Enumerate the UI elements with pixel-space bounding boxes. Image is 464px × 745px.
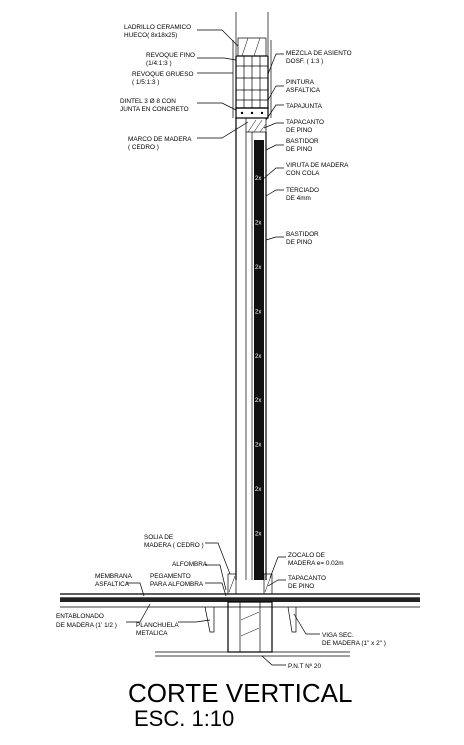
label-revoque-grueso-1: REVOQUE GRUESO bbox=[132, 71, 193, 78]
drawing-scale: ESC. 1:10 bbox=[134, 706, 234, 731]
panel-mark: 2x bbox=[255, 265, 261, 271]
door-leaf: 2x 2x 2x 2x 2x 2x 2x 2x 2x bbox=[235, 118, 267, 580]
label-viruta-2: CON COLA bbox=[286, 170, 320, 177]
label-pintura-2: ASFALTICA bbox=[286, 87, 321, 94]
leaders-right bbox=[261, 53, 320, 666]
floor-membrane bbox=[60, 598, 420, 602]
label-revoque-fino-1: REVOQUE FINO bbox=[146, 52, 195, 59]
label-mezcla-1: MEZCLA DE ASIENTO bbox=[286, 50, 352, 57]
leaders-left bbox=[126, 29, 249, 623]
label-planchuela-2: METALICA bbox=[136, 630, 168, 637]
panel-mark: 2x bbox=[255, 398, 261, 404]
label-tapacanto-1: TAPACANTO bbox=[286, 119, 324, 126]
panel-mark: 2x bbox=[255, 487, 261, 493]
labels-left: LADRILLO CERAMICO HUECO( 8x18x25) REVOQU… bbox=[56, 24, 208, 637]
label-entablonado-2: DE MADERA (1' 1/2 ) bbox=[56, 622, 117, 629]
beam bbox=[227, 601, 273, 653]
floor-assembly bbox=[60, 573, 420, 657]
panel-marks: 2x 2x 2x 2x 2x 2x 2x 2x 2x bbox=[255, 176, 261, 538]
label-pnt: P.N.T Nº 20 bbox=[288, 663, 321, 670]
label-tapacanto2-2: DE PINO bbox=[288, 583, 314, 590]
door-frame-head bbox=[245, 117, 267, 133]
label-zocalo-1: ZOCALO DE bbox=[288, 552, 325, 559]
label-pegamento-1: PEGAMENTO bbox=[150, 573, 191, 580]
label-ladrillo-2: HUECO( 8x18x25) bbox=[124, 32, 177, 39]
core-infill bbox=[254, 140, 264, 580]
panel-mark: 2x bbox=[255, 354, 261, 360]
panel-mark: 2x bbox=[255, 532, 261, 538]
label-tapacanto-2: DE PINO bbox=[286, 127, 312, 134]
label-revoque-fino-2: (1/4:1:3 ) bbox=[146, 60, 172, 67]
bracket-left bbox=[204, 606, 215, 633]
label-marco-2: ( CEDRO ) bbox=[128, 144, 159, 151]
label-terciado-2: DE 4mm bbox=[286, 195, 311, 202]
label-membrana-1: MEMBRANA bbox=[95, 573, 133, 580]
label-tapajunta: TAPAJUNTA bbox=[286, 103, 323, 110]
label-planchuela-1: PLANCHUELA bbox=[136, 622, 179, 629]
label-solia-1: SOLIA DE bbox=[144, 534, 173, 541]
frame-head bbox=[245, 117, 267, 133]
label-membrana-2: ASFALTICA bbox=[95, 581, 130, 588]
label-solia-2: MADERA ( CEDRO ) bbox=[144, 542, 204, 549]
label-bastidor2-2: DE PINO bbox=[286, 239, 312, 246]
label-viruta-1: VIRUTA DE MADERA bbox=[286, 162, 349, 169]
panel-mark: 2x bbox=[255, 309, 261, 315]
label-revoque-grueso-2: ( 1/5:1:3 ) bbox=[132, 79, 159, 86]
panel-mark: 2x bbox=[255, 176, 261, 182]
label-marco-1: MARCO DE MADERA bbox=[128, 136, 192, 143]
label-tapacanto2-1: TAPACANTO bbox=[288, 575, 326, 582]
label-viga-1: VIGA SEC. bbox=[322, 632, 354, 639]
panel-mark: 2x bbox=[255, 220, 261, 226]
label-dintel-2: JUNTA EN CONCRETO bbox=[120, 106, 189, 113]
brick-top bbox=[237, 37, 267, 57]
label-dintel-1: DINTEL 3 Ø 8 CON bbox=[120, 98, 176, 105]
label-pegamento-2: PARA ALFOMBRA bbox=[150, 581, 204, 588]
panel-mark: 2x bbox=[255, 443, 261, 449]
label-alfombra: ALFOMBRA bbox=[172, 561, 208, 568]
label-bastidor-2: DE PINO bbox=[286, 146, 312, 153]
label-bastidor-1: BASTIDOR bbox=[286, 138, 319, 145]
label-bastidor2-1: BASTIDOR bbox=[286, 231, 319, 238]
label-pintura-1: PINTURA bbox=[286, 79, 315, 86]
labels-right: MEZCLA DE ASIENTO DOSF. ( 1:3 ) PINTURA … bbox=[286, 50, 386, 670]
label-ladrillo-1: LADRILLO CERAMICO bbox=[124, 24, 191, 31]
bracket-right bbox=[287, 606, 297, 633]
wall-block bbox=[232, 12, 272, 119]
drawing-title: CORTE VERTICAL bbox=[128, 678, 352, 708]
label-mezcla-2: DOSF. ( 1:3 ) bbox=[286, 58, 323, 65]
label-zocalo-2: MADERA e= 0.02m bbox=[288, 560, 344, 567]
label-entablonado-1: ENTABLONADO bbox=[56, 613, 104, 620]
label-terciado-1: TERCIADO bbox=[286, 187, 319, 194]
label-viga-2: DE MADERA (1" x 2" ) bbox=[322, 640, 386, 647]
